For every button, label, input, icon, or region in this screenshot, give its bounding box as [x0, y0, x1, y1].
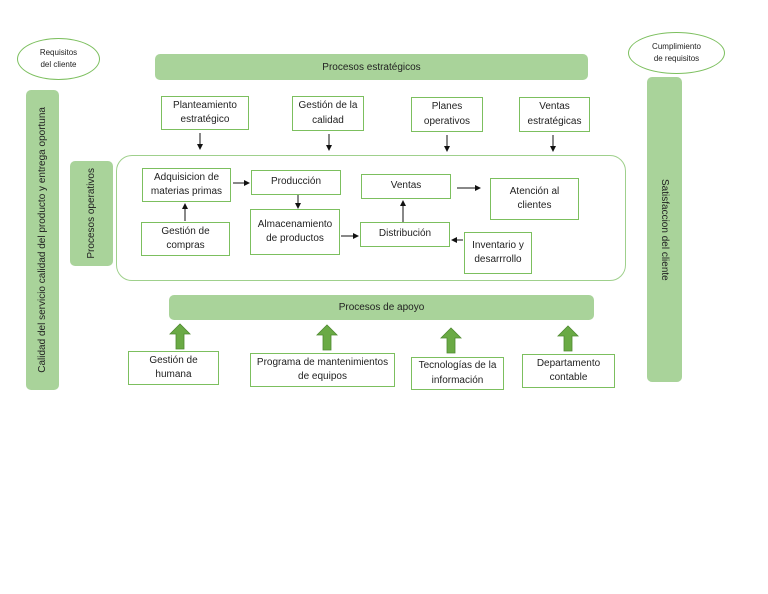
adquisicion-box: Adquisicion de materias primas — [142, 168, 231, 202]
box-label: Departamento contable — [536, 357, 601, 384]
box-label: Gestión de la calidad — [298, 100, 358, 126]
strategic-box: Planteamiento estratégico — [161, 96, 249, 130]
support-box: Programa de mantenimientos de equipos — [250, 353, 395, 387]
green-up-arrow — [169, 323, 191, 350]
produccion-box: Producción — [251, 170, 341, 195]
support-box: Departamento contable — [522, 354, 615, 388]
ellipse-label: Cumplimiento de requisitos — [652, 42, 701, 63]
strategic-box: Gestión de la calidad — [292, 96, 364, 131]
compras-box: Gestión de compras — [141, 222, 230, 256]
side-bar-label: Satisfaccion del cliente — [659, 178, 670, 281]
bar-label: Procesos estratégicos — [322, 61, 421, 73]
support-bar: Procesos de apoyo — [169, 295, 594, 320]
box-label: Programa de mantenimientos de equipos — [256, 356, 389, 383]
inventario-box: Inventario y desarrrollo — [464, 232, 532, 274]
support-box: Gestión de humana — [128, 351, 219, 385]
green-up-arrow — [557, 325, 579, 352]
box-label: Almacenamiento de productos — [257, 218, 333, 245]
box-label: Inventario y desarrrollo — [472, 239, 524, 266]
almacenamiento-box: Almacenamiento de productos — [250, 209, 340, 255]
cumplimiento-ellipse: Cumplimiento de requisitos — [628, 32, 725, 74]
box-label: Gestión de humana — [149, 354, 198, 381]
box-label: Tecnologías de la información — [418, 360, 497, 386]
distribucion-box: Distribución — [360, 222, 450, 247]
box-label: Distribución — [378, 228, 432, 240]
box-label: Planes operativos — [423, 101, 471, 127]
green-up-arrow — [440, 327, 462, 354]
box-label: Adquisicion de materias primas — [150, 171, 223, 198]
support-box: Tecnologías de la información — [411, 357, 504, 390]
box-label: Ventas — [390, 180, 422, 192]
box-label: Ventas estratégicas — [527, 101, 582, 127]
box-label: Atención al clientes — [509, 185, 560, 212]
strategic-box: Planes operativos — [411, 97, 483, 132]
atencion-box: Atención al clientes — [490, 178, 579, 220]
box-label: Producción — [270, 176, 322, 188]
box-label: Gestión de compras — [161, 225, 210, 252]
right-side-bar: Satisfaccion del cliente — [647, 77, 682, 382]
strategic-bar: Procesos estratégicos — [155, 54, 588, 80]
strategic-box: Ventas estratégicas — [519, 97, 590, 132]
left-side-bar: Calidad del servicio calidad del product… — [26, 90, 59, 390]
box-label: Planteamiento estratégico — [173, 99, 237, 126]
requisitos-ellipse: Requisitos del cliente — [17, 38, 100, 80]
green-up-arrow — [316, 324, 338, 351]
operative-container — [116, 155, 626, 281]
bar-label: Procesos de apoyo — [338, 302, 425, 313]
ellipse-label: Requisitos del cliente — [39, 48, 78, 69]
operative-bar: Procesos operativos — [70, 161, 113, 266]
ventas-box: Ventas — [361, 174, 451, 199]
